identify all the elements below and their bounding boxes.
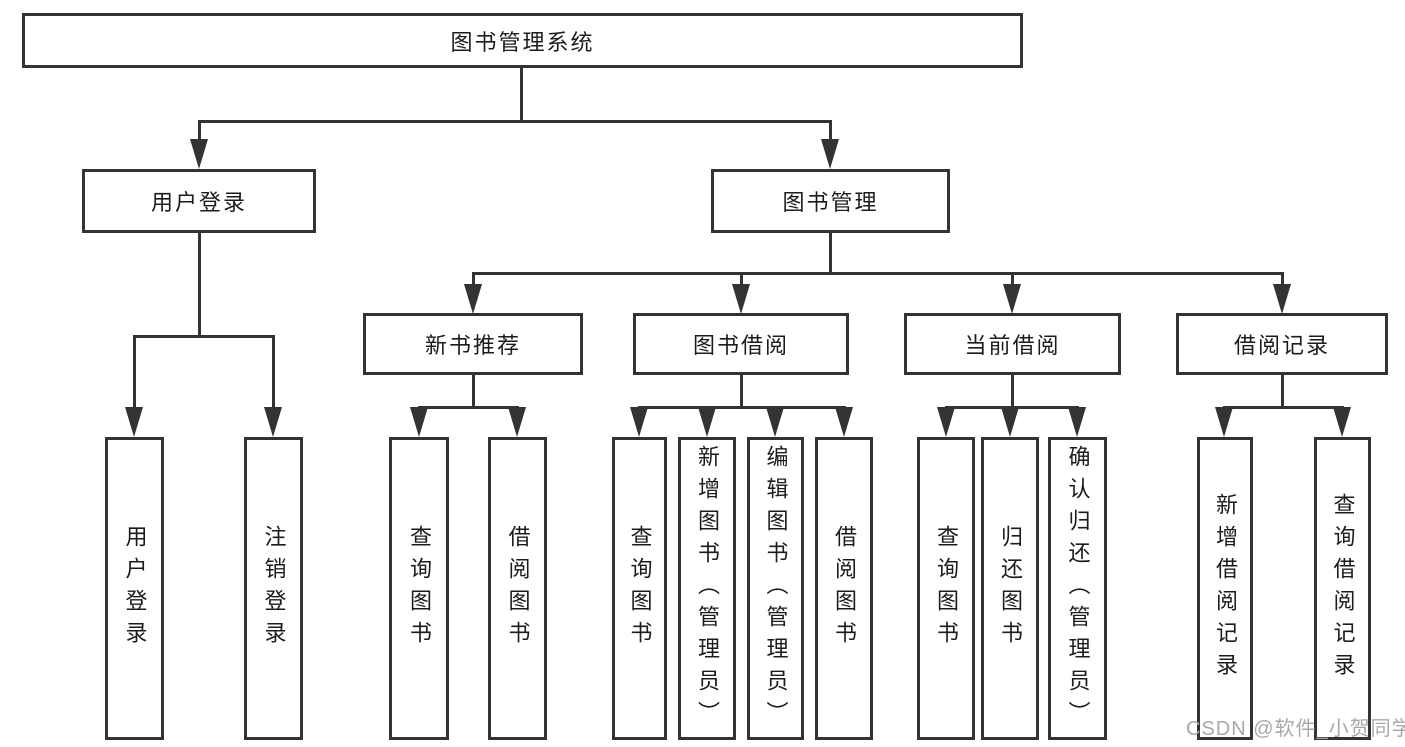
leaf-bb-borrow-books: 借阅图书 (815, 437, 873, 740)
connector-root-branch (198, 120, 832, 123)
arrowhead-icon (1333, 407, 1351, 437)
arrowhead-icon (1273, 284, 1291, 314)
connector-book-mgmt-stem (829, 233, 832, 275)
node-current-borrowing: 当前借阅 (904, 313, 1121, 375)
arrowhead-icon (821, 139, 839, 169)
arrowhead-icon (508, 407, 526, 437)
connector-root-stem (520, 68, 523, 123)
connector-cb-stem (1011, 375, 1014, 409)
arrowhead-icon (410, 407, 428, 437)
leaf-cb-return-books: 归还图书 (981, 437, 1039, 740)
leaf-br-query-record: 查询借阅记录 (1314, 437, 1371, 740)
arrowhead-icon (264, 407, 282, 437)
connector-br-stem (1281, 375, 1284, 409)
leaf-cb-confirm-return-admin: 确认归还（管理员） (1048, 437, 1107, 740)
connector-bb-stem (740, 375, 743, 409)
arrowhead-icon (1001, 407, 1019, 437)
watermark-csdn: CSDN @软件_小贺同学 (1186, 718, 1405, 740)
arrowhead-icon (125, 407, 143, 437)
node-user-login: 用户登录 (82, 169, 316, 233)
leaf-cb-query-books: 查询图书 (917, 437, 975, 740)
leaf-bb-add-books-admin: 新增图书（管理员） (678, 437, 736, 740)
connector-br-branch (1223, 406, 1344, 409)
leaf-bb-query-books: 查询图书 (612, 437, 667, 740)
arrowhead-icon (732, 284, 750, 314)
leaf-rec-query-books: 查询图书 (389, 437, 449, 740)
arrowhead-icon (698, 407, 716, 437)
arrowhead-icon (937, 407, 955, 437)
node-root-library-system: 图书管理系统 (22, 13, 1023, 68)
arrowhead-icon (1068, 407, 1086, 437)
leaf-logout: 注销登录 (244, 437, 303, 740)
arrowhead-icon (1215, 407, 1233, 437)
arrowhead-icon (766, 407, 784, 437)
connector-user-login-stem (198, 233, 201, 338)
arrowhead-icon (464, 284, 482, 314)
connector-drop-level3 (472, 272, 475, 288)
connector-drop-level3 (1281, 272, 1284, 288)
leaf-user-login: 用户登录 (105, 437, 164, 740)
node-book-borrowing: 图书借阅 (633, 313, 849, 375)
connector-rec-branch (418, 406, 519, 409)
connector-book-mgmt-branch (472, 272, 1284, 275)
connector-drop-leaf (272, 335, 275, 409)
node-book-management: 图书管理 (711, 169, 950, 233)
arrowhead-icon (630, 407, 648, 437)
arrowhead-icon (1003, 284, 1021, 314)
node-borrowing-records: 借阅记录 (1176, 313, 1388, 375)
connector-drop-level3 (740, 272, 743, 288)
node-new-book-recommendation: 新书推荐 (363, 313, 583, 375)
connector-drop-leaf (133, 335, 136, 409)
connector-drop-user-login (198, 120, 201, 142)
connector-drop-level3 (1011, 272, 1014, 288)
connector-bb-branch (638, 406, 846, 409)
arrowhead-icon (190, 139, 208, 169)
arrowhead-icon (835, 407, 853, 437)
leaf-br-add-record: 新增借阅记录 (1197, 437, 1253, 740)
connector-user-login-branch (133, 335, 275, 338)
connector-rec-stem (472, 375, 475, 409)
connector-drop-book-mgmt (829, 120, 832, 142)
leaf-rec-borrow-books: 借阅图书 (488, 437, 547, 740)
leaf-bb-edit-books-admin: 编辑图书（管理员） (747, 437, 804, 740)
